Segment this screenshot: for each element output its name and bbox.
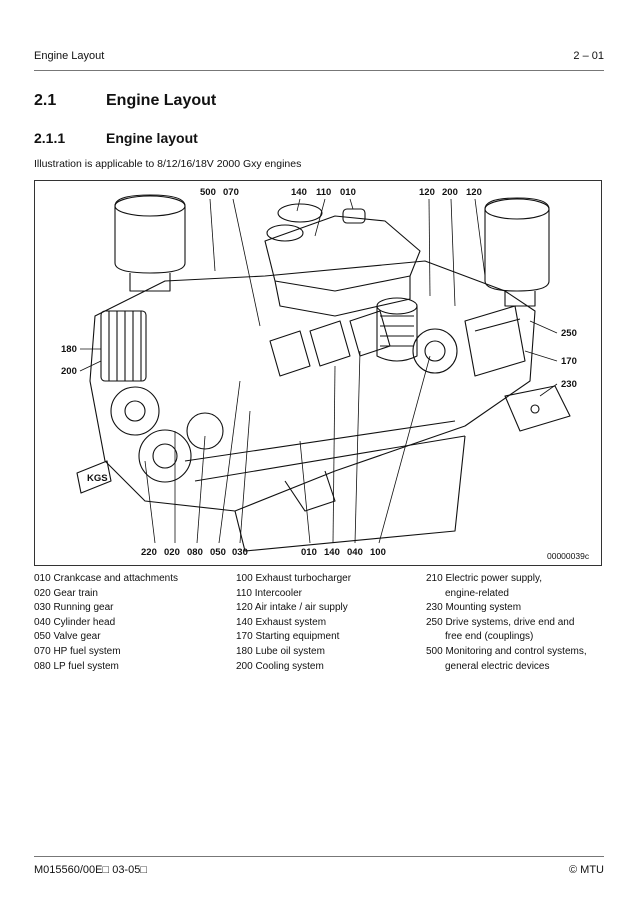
legend-item-continuation: free end (couplings) (445, 631, 534, 643)
callout-050: 050 (210, 547, 226, 558)
right-air-filter (484, 197, 550, 292)
footer-rule (34, 856, 604, 857)
header-page-number: 2 – 01 (573, 50, 604, 62)
legend-item: 210 Electric power supply, (426, 573, 542, 584)
starter (464, 305, 526, 377)
callout-040: 040 (347, 547, 363, 558)
engine-layout-figure: KGS 500 070 (34, 180, 602, 566)
callout-500: 500 (200, 187, 216, 198)
header-section-title: Engine Layout (34, 50, 105, 62)
footer-brand: © MTU (569, 864, 604, 876)
callout-010-bottom: 010 (301, 547, 317, 558)
turbocharger (376, 297, 418, 315)
front-pulley (110, 386, 160, 436)
legend-column-3: 210 Electric power supply, engine-relate… (426, 572, 606, 674)
legend-item: 110 Intercooler (236, 587, 302, 599)
callout-100: 100 (370, 547, 386, 558)
callout-120-b: 120 (466, 187, 482, 198)
legend-item: 200 Cooling system (236, 660, 324, 672)
legend-column-2: 100 Exhaust turbocharger 110 Intercooler… (236, 572, 351, 674)
legend-item: 230 Mounting system (426, 602, 522, 614)
legend-column-1: 010 Crankcase and attachments 020 Gear t… (34, 572, 178, 674)
callout-170: 170 (561, 356, 577, 367)
mounting-foot (504, 385, 571, 432)
section-title: Engine Layout (106, 92, 217, 109)
legend-item: 030 Running gear (34, 602, 114, 614)
legend-item: 100 Exhaust turbocharger (236, 573, 352, 584)
legend-item: 180 Lube oil system (236, 645, 325, 657)
engine-illustration: KGS 500 070 (61, 187, 590, 561)
callout-080: 080 (187, 547, 203, 558)
callout-110: 110 (316, 187, 331, 198)
intro-text: Illustration is applicable to 8/12/16/18… (34, 158, 302, 170)
callout-200-top: 200 (442, 187, 458, 198)
legend-item: 170 Starting equipment (236, 631, 340, 643)
subsection-title: Engine layout (106, 130, 198, 146)
legend-item: 140 Exhaust system (236, 616, 327, 628)
callout-010-top: 010 (340, 187, 356, 198)
oil-cooler (100, 310, 147, 382)
footer-doc-code: M015560/00E□ 03-05□ (34, 864, 147, 876)
legend-item-continuation: general electric devices (445, 660, 550, 672)
callout-140-top: 140 (291, 187, 307, 198)
callout-230: 230 (561, 379, 577, 390)
legend-item: 500 Monitoring and control systems, (426, 645, 587, 657)
intercooler-housing (264, 215, 421, 292)
callout-070: 070 (223, 187, 239, 198)
legend-item: 250 Drive systems, drive end and (426, 616, 575, 628)
callout-030: 030 (232, 547, 248, 558)
legend-item: 070 HP fuel system (34, 645, 121, 657)
callout-180: 180 (61, 344, 77, 355)
callout-200-left: 200 (61, 366, 77, 377)
legend-item: 050 Valve gear (34, 631, 101, 643)
left-air-filter (114, 194, 186, 274)
section-number: 2.1 (34, 92, 57, 109)
legend-item-continuation: engine-related (445, 587, 509, 599)
legend-item: 010 Crankcase and attachments (34, 573, 178, 584)
callout-020: 020 (164, 547, 180, 558)
legend-item: 020 Gear train (34, 587, 98, 599)
legend-item: 080 LP fuel system (34, 660, 119, 672)
callout-220: 220 (141, 547, 157, 558)
figure-id: 00000039c (547, 551, 590, 561)
engine-block (89, 260, 536, 512)
callout-250: 250 (561, 328, 577, 339)
subsection-number: 2.1.1 (34, 130, 66, 146)
callout-140-bottom: 140 (324, 547, 340, 558)
kgs-label: KGS (87, 473, 108, 484)
legend-item: 120 Air intake / air supply (236, 602, 348, 614)
callout-120-a: 120 (419, 187, 435, 198)
legend-item: 040 Cylinder head (34, 616, 116, 628)
header-rule (34, 70, 604, 71)
